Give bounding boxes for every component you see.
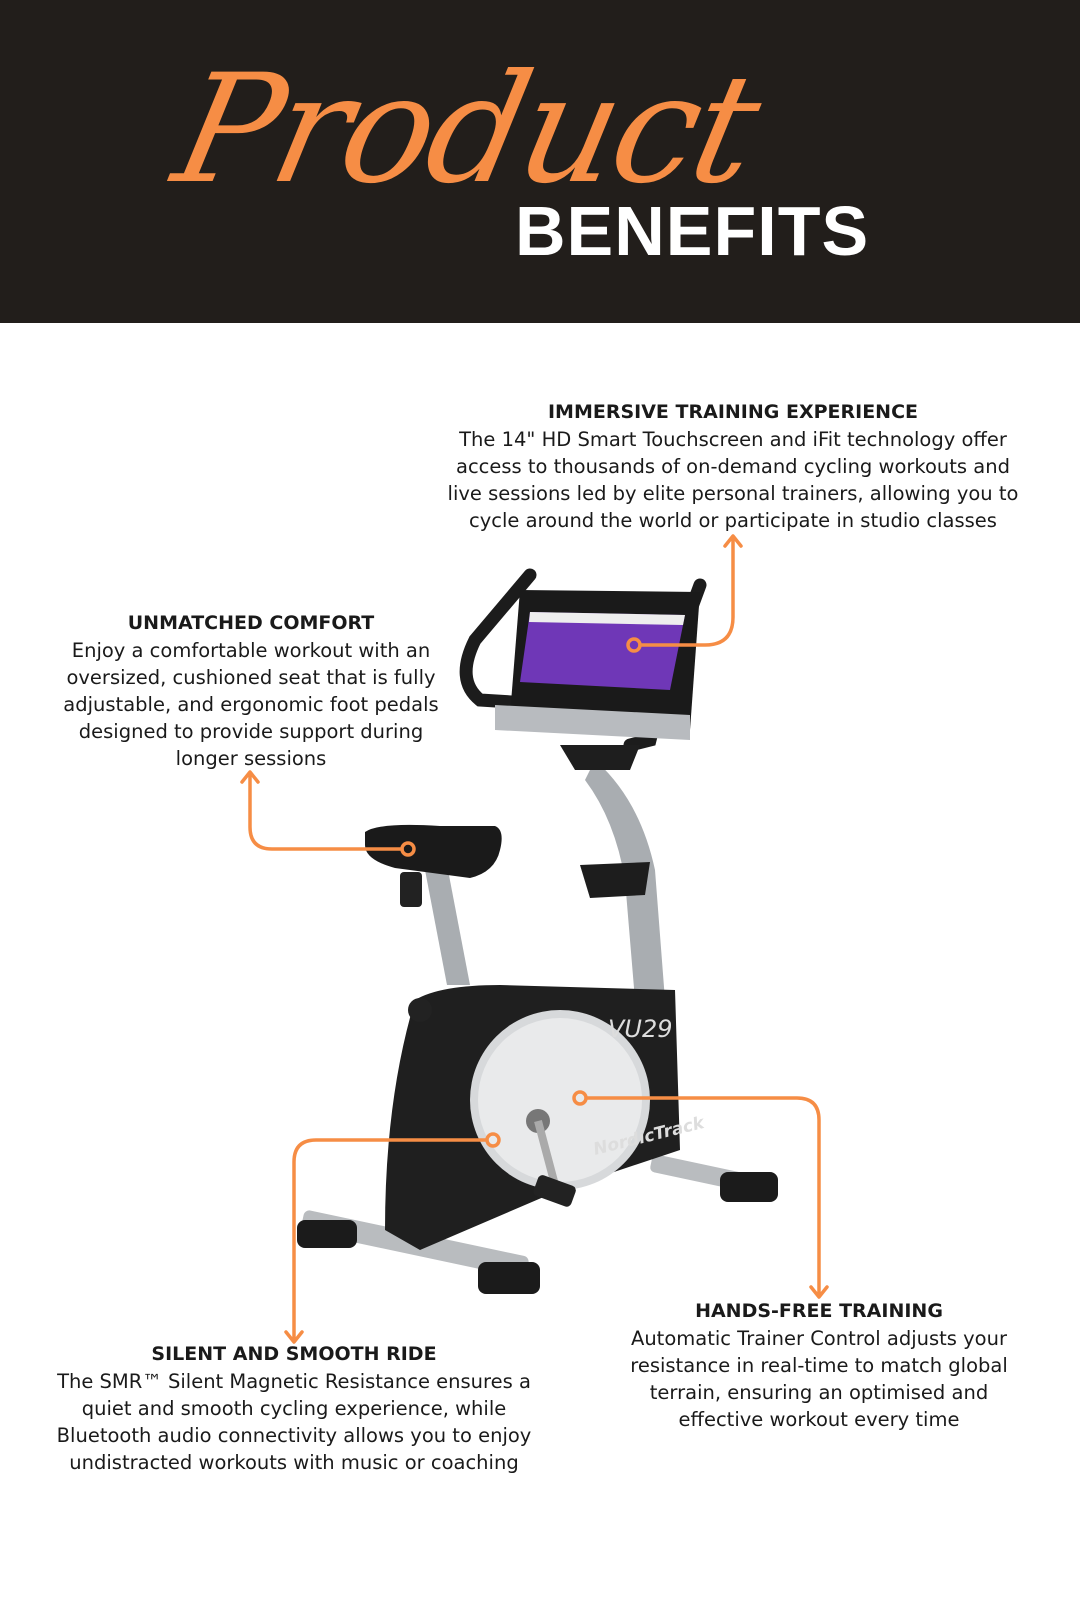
feature-description: The SMR™ Silent Magnetic Resistance ensu… [56,1370,532,1474]
page-title: BENEFITS [515,192,870,270]
feature-title: IMMERSIVE TRAINING EXPERIENCE [547,401,919,423]
feature-title: UNMATCHED COMFORT [127,612,375,634]
feature-silent: SILENT AND SMOOTH RIDE The SMR™ Silent M… [44,1341,544,1476]
connector-silent [284,1138,488,1344]
feature-description: Enjoy a comfortable workout with an over… [63,639,439,770]
feature-title: HANDS-FREE TRAINING [695,1300,943,1322]
connector-immersive [638,534,743,647]
hotspot-seat [400,841,416,857]
feature-handsfree: HANDS-FREE TRAINING Automatic Trainer Co… [609,1298,1029,1433]
connector-comfort [240,770,404,851]
header-banner: Product BENEFITS [0,0,1080,323]
feature-description: The 14" HD Smart Touchscreen and iFit te… [447,428,1019,532]
hotspot-resistance [572,1090,588,1106]
feature-immersive: IMMERSIVE TRAINING EXPERIENCE The 14" HD… [433,399,1033,534]
feature-description: Automatic Trainer Control adjusts your r… [630,1327,1008,1431]
feature-comfort: UNMATCHED COMFORT Enjoy a comfortable wo… [51,610,451,772]
hotspot-flywheel [485,1132,501,1148]
hotspot-screen [626,637,642,653]
model-label: VU29 [608,1015,673,1043]
connector-handsfree [585,1096,829,1299]
feature-title: SILENT AND SMOOTH RIDE [151,1343,437,1365]
